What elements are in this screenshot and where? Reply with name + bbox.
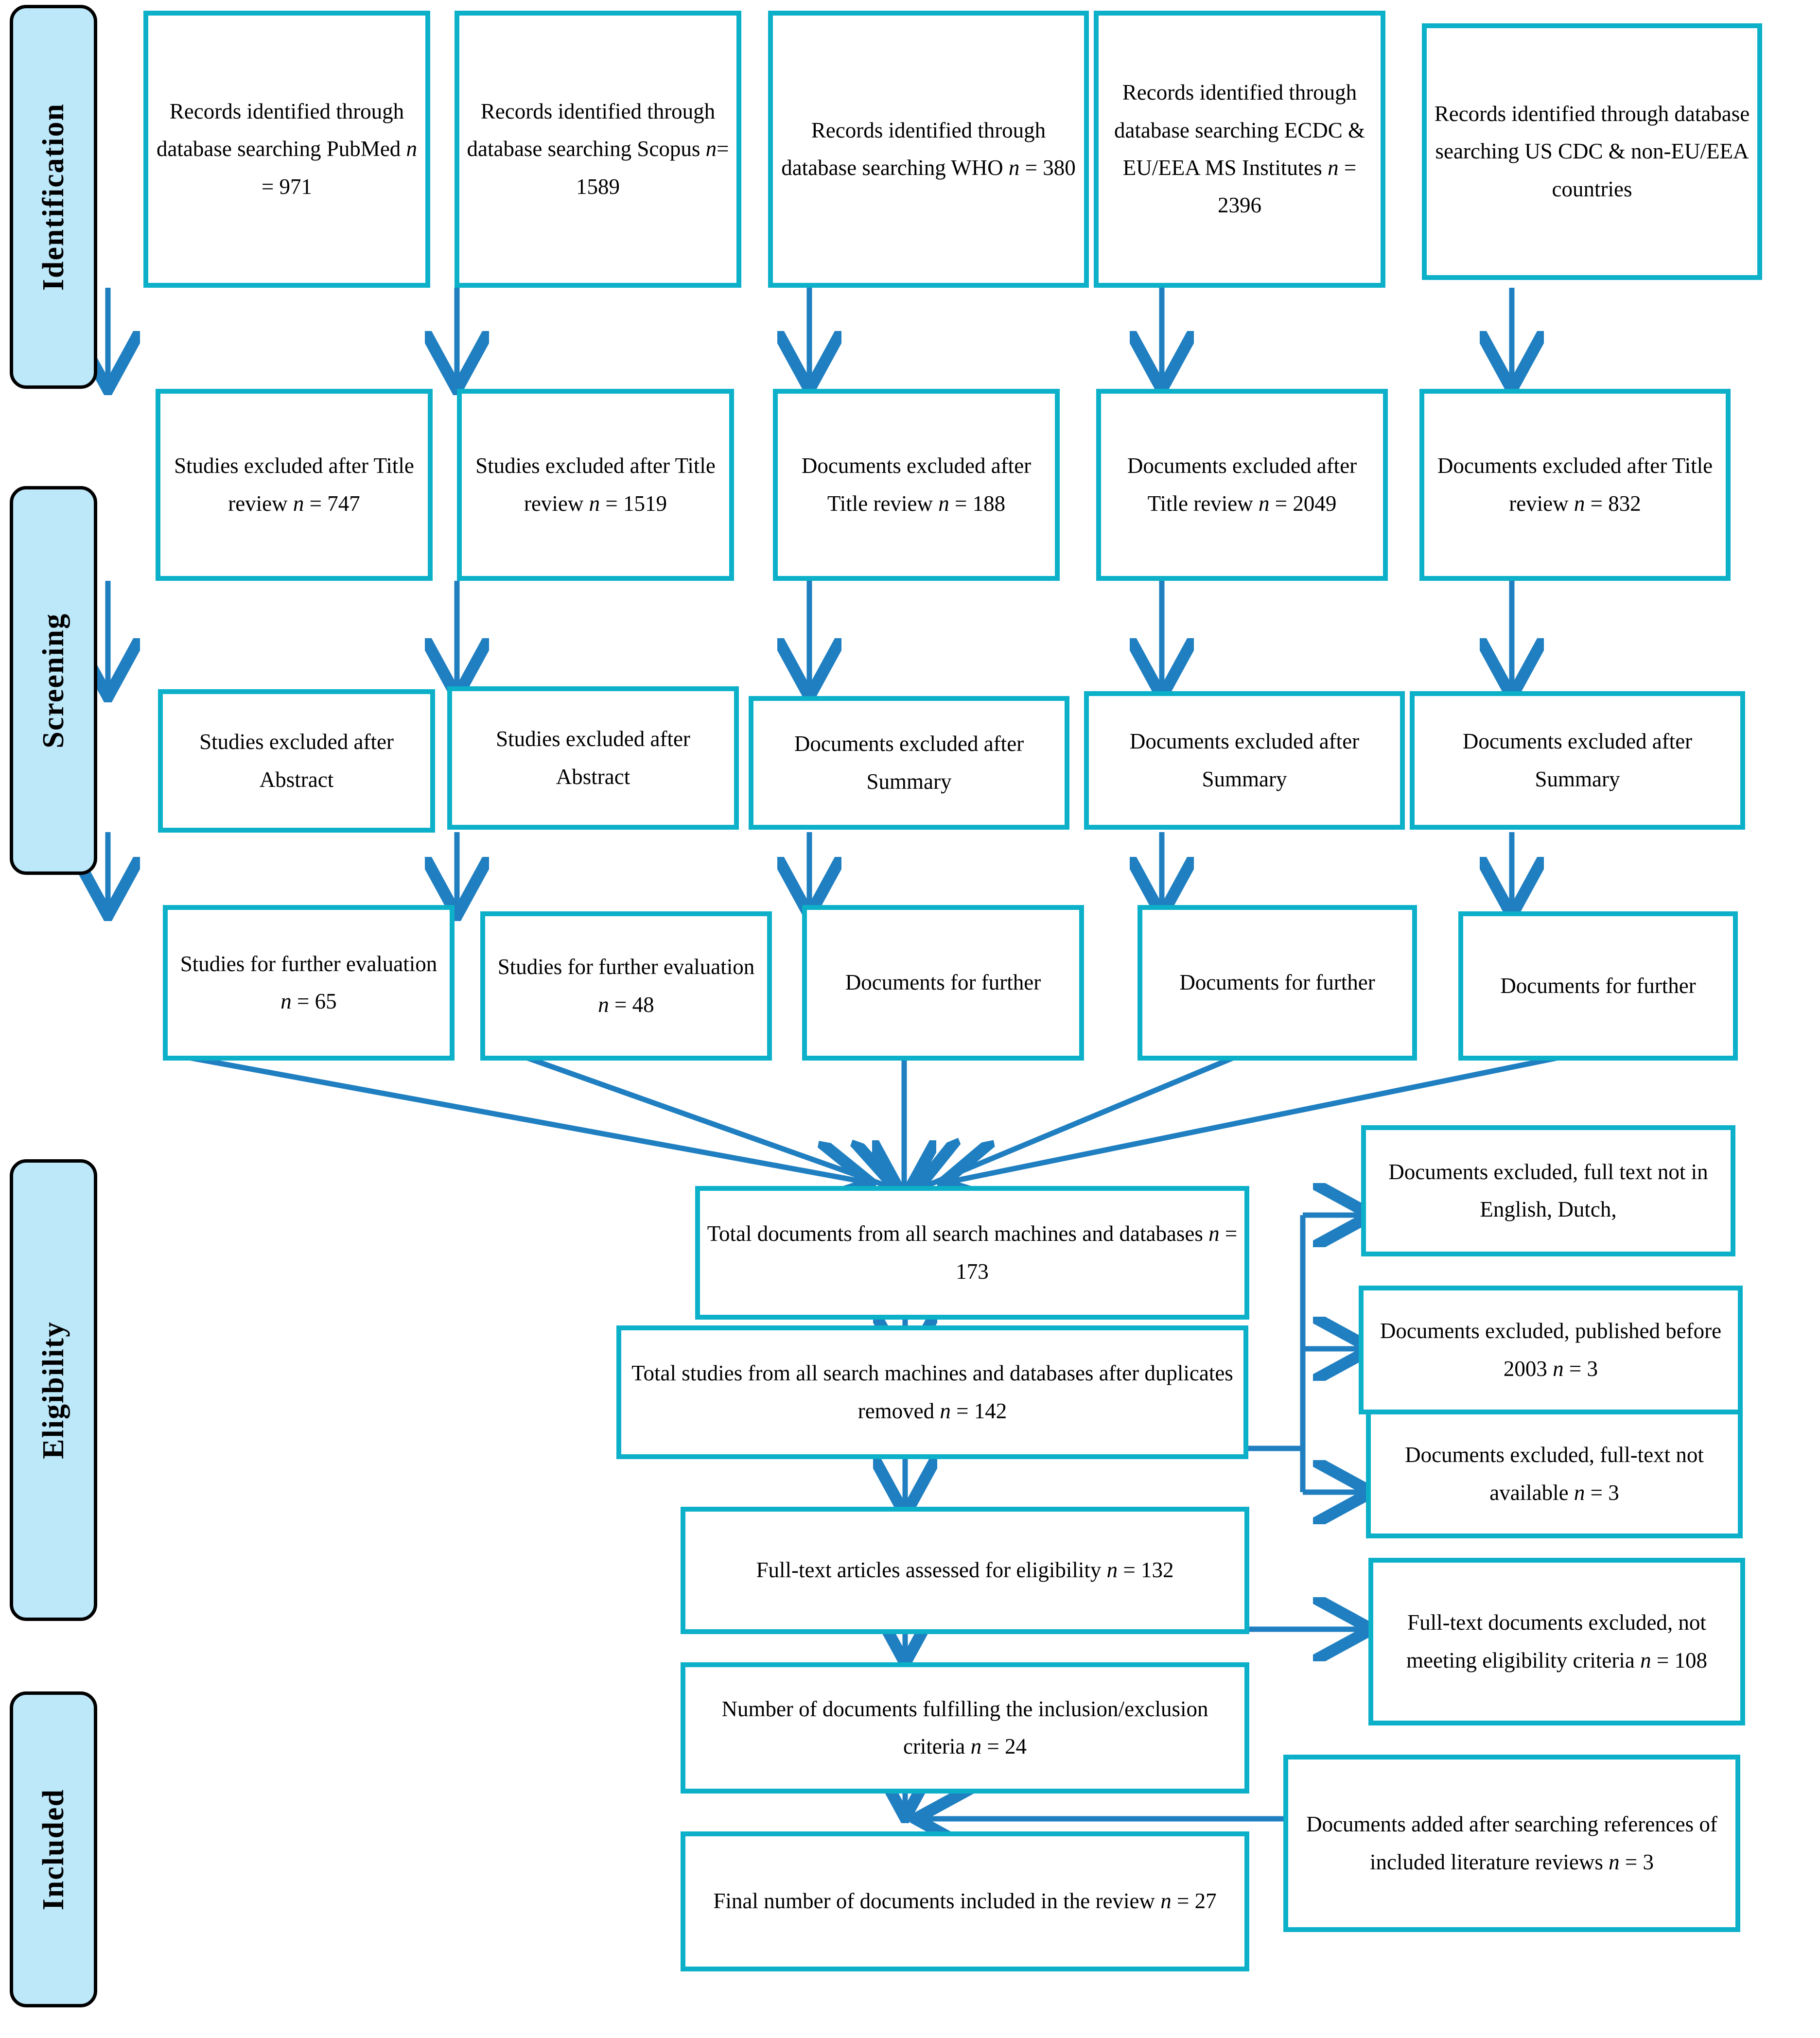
stage-pill-screening: Screening xyxy=(10,486,97,875)
abstract-summary-text-1: Studies excluded after Abstract xyxy=(496,727,690,789)
identification-box-ecdc: Records identified through database sear… xyxy=(1094,11,1385,288)
side-text-2: Documents excluded, full-text not availa… xyxy=(1405,1443,1704,1505)
further-evaluation-box-0: Studies for further evaluation n = 65 xyxy=(163,905,455,1061)
stage-label-identification: Identification xyxy=(36,103,70,291)
stage-label-screening: Screening xyxy=(36,612,70,749)
identification-text-3: Records identified through database sear… xyxy=(1114,80,1365,218)
abstract-summary-box-0: Studies excluded after Abstract xyxy=(158,689,435,833)
title-review-box-2: Documents excluded after Title review n … xyxy=(773,389,1060,581)
side-box-added-after-references: Documents added after searching referenc… xyxy=(1283,1755,1740,1932)
eligibility-box-fulltext-assessed: Full-text articles assessed for eligibil… xyxy=(681,1507,1249,1634)
abstract-summary-box-2: Documents excluded after Summary xyxy=(749,696,1069,830)
identification-box-who: Records identified through database sear… xyxy=(768,11,1089,288)
title-review-text-3: Documents excluded after Title review n … xyxy=(1127,453,1357,516)
identification-box-uscdc: Records identified through database sear… xyxy=(1422,23,1762,280)
side-box-published-before-2003: Documents excluded, published before 200… xyxy=(1359,1286,1743,1414)
further-evaluation-box-3: Documents for further xyxy=(1138,905,1417,1061)
identification-box-pubmed: Records identified through database sear… xyxy=(143,11,430,288)
side-text-0: Documents excluded, full text not in Eng… xyxy=(1388,1159,1708,1221)
further-evaluation-box-4: Documents for further xyxy=(1458,911,1738,1061)
title-review-box-0: Studies excluded after Title review n = … xyxy=(156,389,433,581)
included-box-final-number: Final number of documents included in th… xyxy=(681,1831,1249,1971)
further-evaluation-text-3: Documents for further xyxy=(1179,970,1375,995)
further-evaluation-text-0: Studies for further evaluation n = 65 xyxy=(180,951,438,1013)
title-review-box-1: Studies excluded after Title review n = … xyxy=(457,389,734,581)
side-box-fulltext-not-available: Documents excluded, full-text not availa… xyxy=(1366,1410,1743,1538)
abstract-summary-text-3: Documents excluded after Summary xyxy=(1129,729,1360,791)
title-review-text-2: Documents excluded after Title review n … xyxy=(801,453,1032,516)
abstract-summary-box-1: Studies excluded after Abstract xyxy=(447,686,739,830)
abstract-summary-text-2: Documents excluded after Summary xyxy=(794,732,1024,794)
stage-pill-included: Included xyxy=(10,1691,97,2007)
identification-text-4: Records identified through database sear… xyxy=(1434,101,1750,201)
stage-label-eligibility: Eligibility xyxy=(36,1321,70,1459)
eligibility-box-total-documents: Total documents from all search machines… xyxy=(695,1186,1249,1320)
title-review-box-4: Documents excluded after Title review n … xyxy=(1419,389,1731,581)
further-evaluation-text-2: Documents for further xyxy=(845,970,1041,995)
further-evaluation-box-2: Documents for further xyxy=(802,905,1084,1061)
title-review-text-4: Documents excluded after Title review n … xyxy=(1437,453,1713,516)
identification-text-0: Records identified through database sear… xyxy=(156,99,418,199)
side-text-4: Documents added after searching referenc… xyxy=(1306,1812,1717,1874)
title-review-box-3: Documents excluded after Title review n … xyxy=(1096,389,1388,581)
eligibility-text-2: Full-text articles assessed for eligibil… xyxy=(756,1558,1174,1583)
further-evaluation-box-1: Studies for further evaluation n = 48 xyxy=(480,911,772,1061)
identification-text-2: Records identified through database sear… xyxy=(781,118,1076,180)
abstract-summary-text-4: Documents excluded after Summary xyxy=(1462,729,1693,791)
side-text-1: Documents excluded, published before 200… xyxy=(1380,1319,1722,1381)
eligibility-text-3: Number of documents fulfilling the inclu… xyxy=(721,1696,1208,1759)
title-review-text-0: Studies excluded after Title review n = … xyxy=(174,453,414,516)
stage-pill-eligibility: Eligibility xyxy=(10,1159,97,1621)
eligibility-text-4: Final number of documents included in th… xyxy=(713,1889,1217,1914)
eligibility-text-1: Total studies from all search machines a… xyxy=(631,1361,1233,1423)
side-box-not-meeting-eligibility: Full-text documents excluded, not meetin… xyxy=(1368,1558,1745,1725)
side-text-3: Full-text documents excluded, not meetin… xyxy=(1406,1610,1707,1672)
identification-text-1: Records identified through database sear… xyxy=(467,99,729,199)
eligibility-box-duplicates-removed: Total studies from all search machines a… xyxy=(616,1325,1248,1459)
stage-label-included: Included xyxy=(36,1788,70,1911)
side-box-not-english-dutch: Documents excluded, full text not in Eng… xyxy=(1361,1125,1735,1256)
stage-pill-identification: Identification xyxy=(10,5,97,389)
abstract-summary-box-4: Documents excluded after Summary xyxy=(1410,691,1745,830)
abstract-summary-text-0: Studies excluded after Abstract xyxy=(199,730,394,792)
further-evaluation-text-4: Documents for further xyxy=(1500,973,1696,998)
eligibility-text-0: Total documents from all search machines… xyxy=(707,1221,1238,1284)
abstract-summary-box-3: Documents excluded after Summary xyxy=(1084,691,1405,830)
title-review-text-1: Studies excluded after Title review n = … xyxy=(475,453,716,516)
further-evaluation-text-1: Studies for further evaluation n = 48 xyxy=(497,955,755,1017)
included-box-fulfilling-criteria: Number of documents fulfilling the inclu… xyxy=(681,1662,1249,1794)
identification-box-scopus: Records identified through database sear… xyxy=(455,11,741,288)
